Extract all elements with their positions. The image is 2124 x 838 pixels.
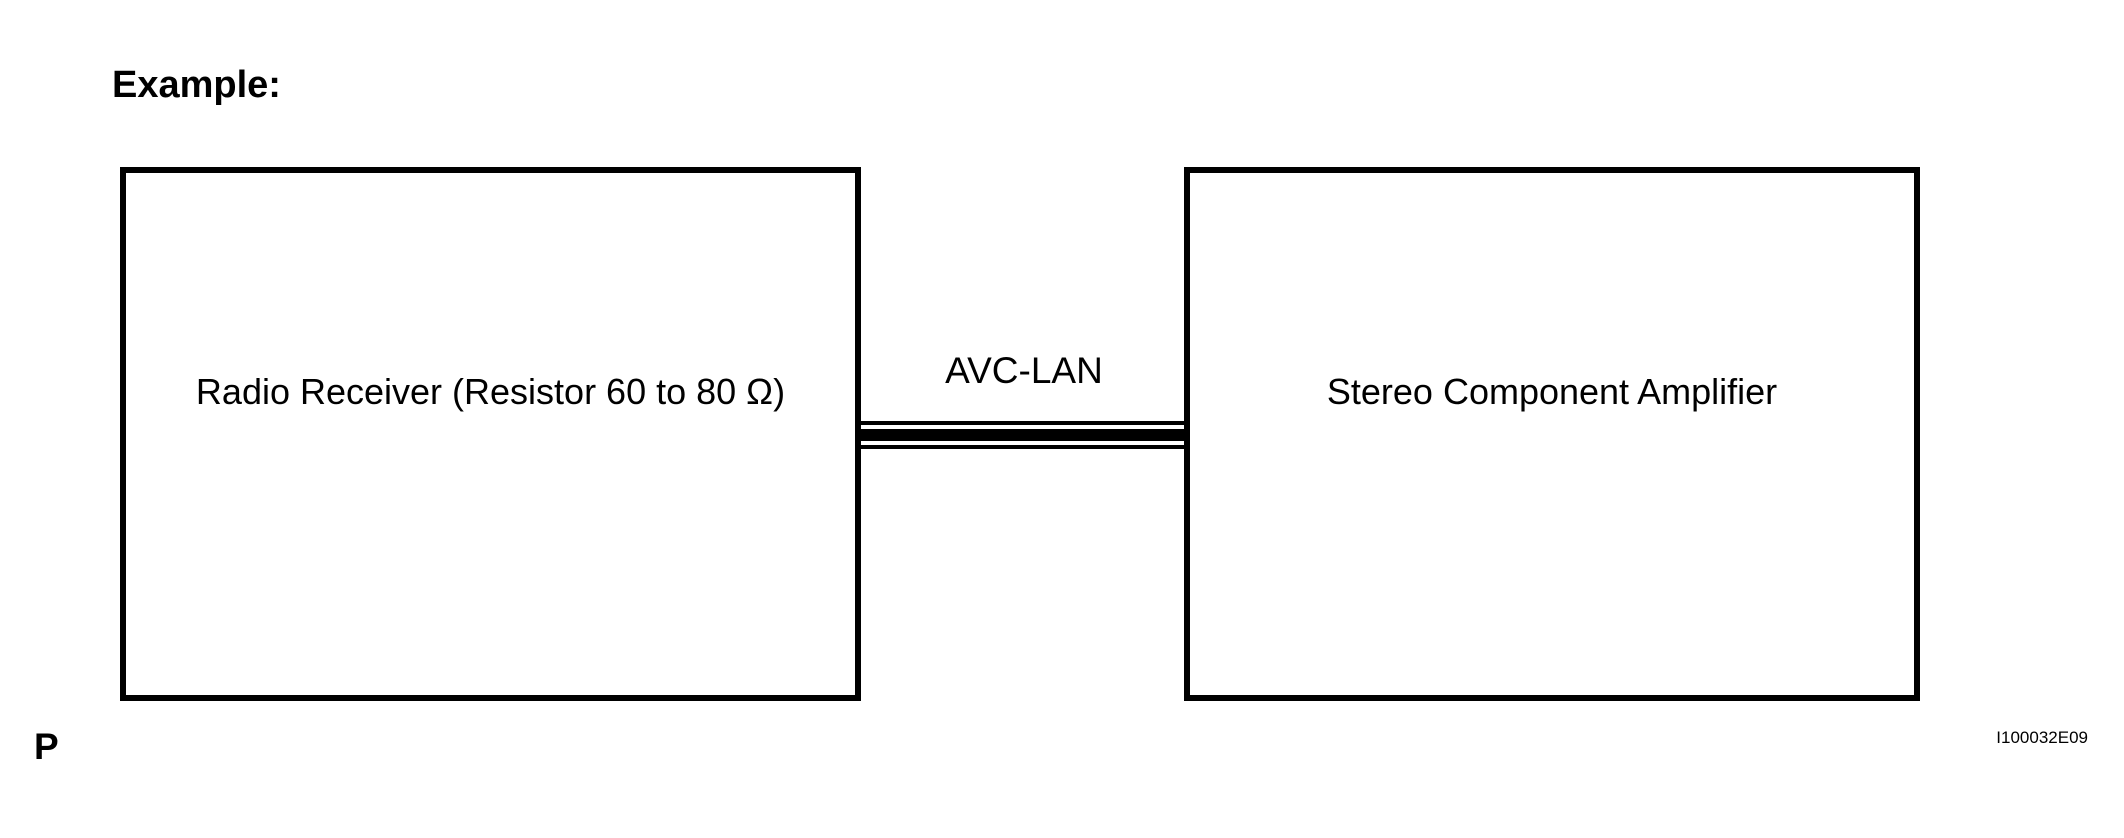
avc-lan-label: AVC-LAN	[945, 350, 1103, 391]
figure-id: I100032E09	[1996, 728, 2088, 747]
bus-line-bottom	[858, 445, 1190, 449]
radio-receiver-node: Radio Receiver (Resistor 60 to 80 Ω)	[120, 167, 861, 701]
stereo-amplifier-node: Stereo Component Amplifier	[1184, 167, 1920, 701]
stereo-amplifier-label: Stereo Component Amplifier	[1326, 371, 1778, 412]
page-marker: P	[34, 726, 59, 767]
radio-receiver-label: Radio Receiver (Resistor 60 to 80 Ω)	[195, 371, 786, 412]
example-heading: Example:	[112, 64, 281, 106]
bus-line-top	[858, 421, 1190, 425]
avc-lan-bus-line	[858, 421, 1190, 449]
bus-line-middle	[858, 429, 1190, 441]
